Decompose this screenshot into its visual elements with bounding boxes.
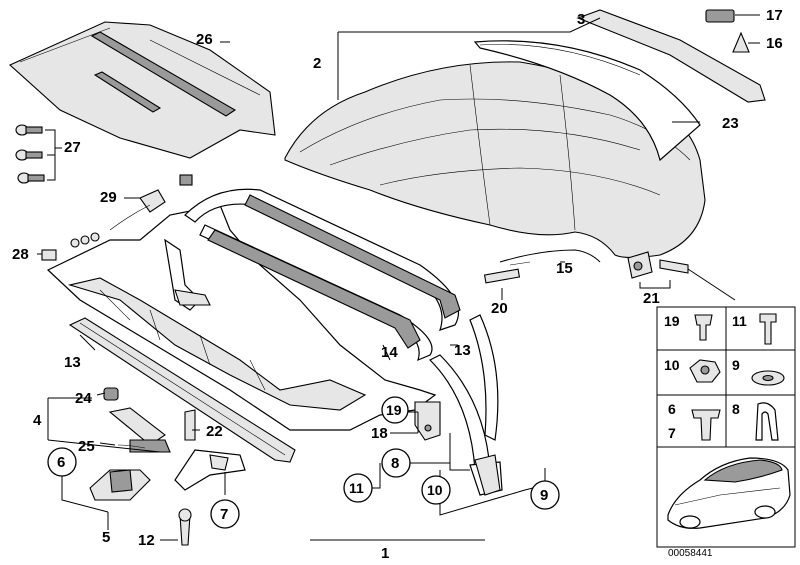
circle-6 bbox=[47, 447, 77, 477]
label-15: 15 bbox=[556, 260, 573, 277]
leader-lines bbox=[47, 14, 760, 541]
label-9: 9 bbox=[540, 487, 548, 504]
parts-grid: 19 11 10 9 6 7 8 bbox=[656, 306, 796, 548]
bracket-29-part bbox=[109, 174, 193, 231]
frame-assembly-part bbox=[46, 204, 437, 431]
callout-labels: 3 2 26 27 29 28 17 16 23 15 20 21 13 14 … bbox=[12, 7, 783, 562]
label-25: 25 bbox=[78, 438, 95, 455]
cap-17-part bbox=[705, 9, 735, 23]
circle-7 bbox=[210, 499, 240, 529]
grid-label-10: 10 bbox=[664, 357, 680, 373]
label-16: 16 bbox=[766, 35, 783, 52]
label-6: 6 bbox=[57, 454, 65, 471]
label-24: 24 bbox=[75, 390, 92, 407]
grid-label-11: 11 bbox=[732, 313, 747, 329]
label-10: 10 bbox=[427, 482, 443, 498]
label-27: 27 bbox=[64, 139, 81, 156]
cable-15-part bbox=[499, 249, 601, 266]
hinge-bracket-part bbox=[414, 401, 501, 496]
car-thumbnail bbox=[667, 457, 791, 529]
label-17: 17 bbox=[766, 7, 783, 24]
label-22: 22 bbox=[206, 423, 223, 440]
label-21: 21 bbox=[643, 290, 660, 307]
clip-28-part bbox=[37, 232, 100, 261]
top-cover-part bbox=[284, 61, 706, 259]
label-12: 12 bbox=[138, 532, 155, 549]
circle-9 bbox=[530, 480, 560, 510]
circled-labels: 6 7 19 8 11 10 9 bbox=[47, 396, 560, 529]
trim-panel-part bbox=[9, 21, 276, 159]
label-18: 18 bbox=[371, 425, 388, 442]
label-13-left: 13 bbox=[64, 354, 81, 371]
lock-assembly-part bbox=[89, 387, 246, 546]
screws-part bbox=[15, 124, 45, 184]
label-28: 28 bbox=[12, 246, 29, 263]
grid-label-9: 9 bbox=[732, 357, 740, 373]
grid-plug-19 bbox=[694, 314, 713, 341]
grid-bolt-11 bbox=[759, 313, 777, 345]
clip-16-part bbox=[732, 31, 750, 53]
rod-20-part bbox=[483, 268, 521, 284]
label-11: 11 bbox=[349, 480, 364, 496]
grid-screw-6 bbox=[691, 409, 721, 441]
label-2: 2 bbox=[313, 55, 321, 72]
label-1: 1 bbox=[381, 545, 389, 562]
grid-label-8: 8 bbox=[732, 401, 740, 417]
grid-clip-8 bbox=[755, 402, 779, 441]
cover-strip-part bbox=[576, 9, 766, 103]
circle-19 bbox=[381, 396, 409, 424]
rear-window-part bbox=[473, 40, 701, 162]
label-7: 7 bbox=[220, 506, 228, 523]
grid-label-19: 19 bbox=[664, 313, 680, 329]
circle-10 bbox=[421, 475, 451, 505]
seal-13-part bbox=[68, 317, 296, 463]
label-20: 20 bbox=[491, 300, 508, 317]
label-8: 8 bbox=[391, 455, 399, 472]
label-26: 26 bbox=[196, 31, 213, 48]
circle-8 bbox=[381, 448, 411, 478]
label-23: 23 bbox=[722, 115, 739, 132]
leader-27 bbox=[45, 129, 62, 181]
label-19: 19 bbox=[386, 402, 402, 418]
label-5: 5 bbox=[102, 529, 110, 546]
circle-11 bbox=[343, 473, 373, 503]
label-14: 14 bbox=[381, 344, 398, 361]
label-4: 4 bbox=[33, 412, 42, 429]
label-3: 3 bbox=[577, 11, 585, 28]
label-13-right: 13 bbox=[454, 342, 471, 359]
grid-label-7: 7 bbox=[668, 425, 676, 441]
fastener-21-part bbox=[627, 251, 736, 301]
label-29: 29 bbox=[100, 189, 117, 206]
grid-label-6: 6 bbox=[668, 401, 676, 417]
reference-number: 00058441 bbox=[668, 548, 713, 559]
